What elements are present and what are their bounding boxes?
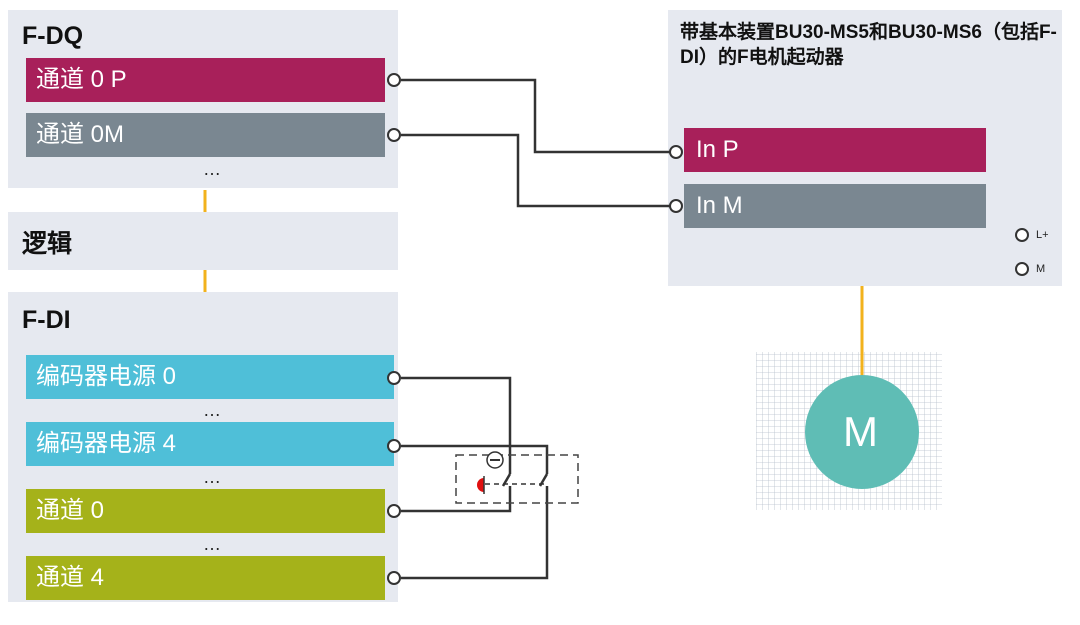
terminal-channel-4	[387, 571, 401, 585]
terminal-m	[1015, 262, 1029, 276]
motor-circle	[805, 375, 919, 489]
starter-input-p[interactable]: In P	[684, 128, 986, 172]
wire-encoder-4	[401, 444, 549, 474]
wire-channel-4	[401, 486, 549, 580]
fdq-ellipsis: …	[203, 159, 223, 179]
fdq-title: F-DQ	[22, 22, 84, 50]
fdi-ellipsis-3: …	[203, 534, 223, 554]
fdi-title: F-DI	[22, 306, 71, 334]
wire-0m-to-in-m	[401, 133, 676, 208]
starter-input-m[interactable]: In M	[684, 184, 986, 228]
pushbutton-red-icon	[477, 478, 484, 492]
fdi-channel-4[interactable]: 通道 4	[26, 556, 385, 600]
wire-0p-to-in-p	[401, 78, 676, 154]
wire-channel-0	[401, 486, 512, 513]
fdi-encoder-supply-0[interactable]: 编码器电源 0	[26, 355, 394, 399]
logic-title: 逻辑	[22, 230, 73, 258]
terminal-encoder-0	[387, 371, 401, 385]
terminal-encoder-4	[387, 439, 401, 453]
terminal-in-m	[669, 199, 683, 213]
terminal-l-plus-label: L+	[1036, 229, 1049, 241]
terminal-channel-0	[387, 504, 401, 518]
motor-label: M	[843, 408, 878, 455]
terminal-fdq-0m	[387, 128, 401, 142]
terminal-m-label: M	[1036, 263, 1046, 275]
terminal-circles	[387, 73, 1029, 585]
terminal-fdq-0p	[387, 73, 401, 87]
terminal-in-p	[669, 145, 683, 159]
fdi-ellipsis-2: …	[203, 467, 223, 487]
logic-block	[8, 212, 398, 270]
fdq-channel-0p[interactable]: 通道 0 P	[26, 58, 385, 102]
fdi-ellipsis-1: …	[203, 400, 223, 420]
fdi-channel-0[interactable]: 通道 0	[26, 489, 385, 533]
fdi-encoder-supply-4[interactable]: 编码器电源 4	[26, 422, 394, 466]
wire-encoder-0	[401, 376, 512, 474]
fdq-channel-0m[interactable]: 通道 0M	[26, 113, 385, 157]
motor-starter-title: 带基本装置BU30-MS5和BU30-MS6（包括F-DI）的F电机起动器	[680, 22, 1057, 68]
emergency-stop-box	[455, 454, 579, 504]
terminal-l-plus	[1015, 228, 1029, 242]
